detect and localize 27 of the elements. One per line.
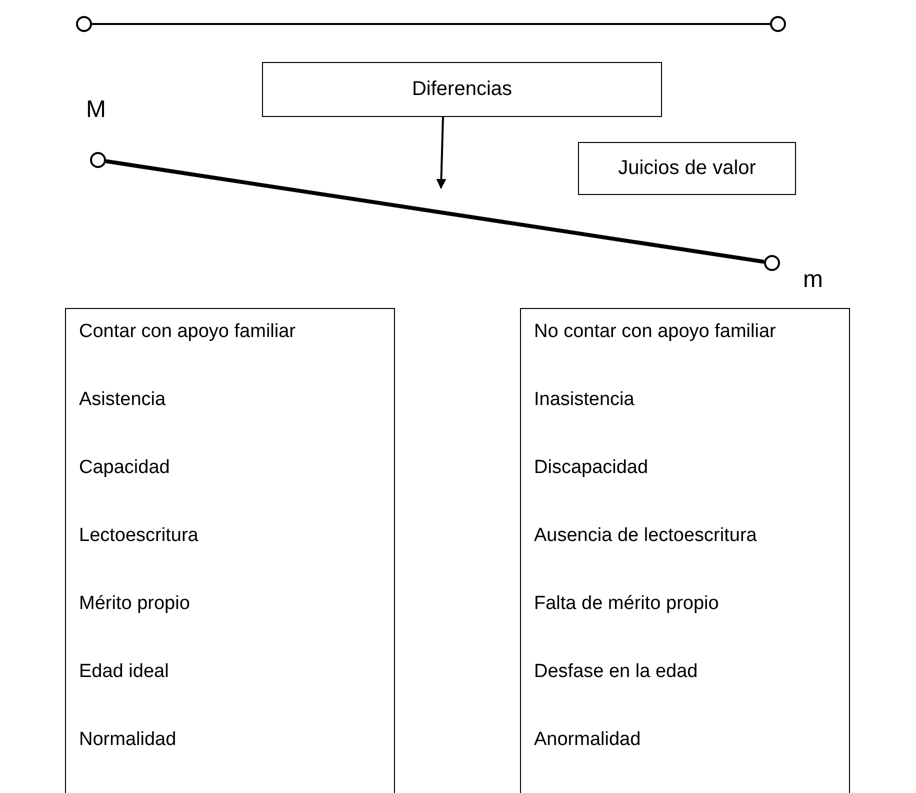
line bbox=[106, 159, 764, 264]
endpoint-circle bbox=[764, 255, 780, 271]
list-item: Inasistencia bbox=[534, 388, 636, 412]
list-item: Capacidad bbox=[79, 456, 171, 480]
list-item: Asistencia bbox=[79, 388, 167, 412]
list-item: Mérito propio bbox=[79, 592, 191, 616]
line bbox=[92, 23, 770, 25]
endpoint-circle bbox=[90, 152, 106, 168]
list-item: Ausencia de lectoescritura bbox=[534, 524, 758, 548]
list-item: Discapacidad bbox=[534, 456, 650, 480]
list-box bbox=[65, 308, 395, 793]
list-item: Anormalidad bbox=[534, 728, 642, 752]
point-label: M bbox=[86, 96, 106, 124]
list-item: Falta de mérito propio bbox=[534, 592, 720, 616]
arrow bbox=[436, 116, 446, 189]
endpoint-circle bbox=[76, 16, 92, 32]
endpoint-circle bbox=[770, 16, 786, 32]
label-box: Diferencias bbox=[262, 62, 662, 117]
list-item: Contar con apoyo familiar bbox=[79, 320, 296, 344]
list-item: No contar con apoyo familiar bbox=[534, 320, 777, 344]
list-item: Normalidad bbox=[79, 728, 178, 752]
point-label: m bbox=[803, 266, 823, 294]
list-item: Edad ideal bbox=[79, 660, 170, 684]
list-item: Desfase en la edad bbox=[534, 660, 699, 684]
label-box: Juicios de valor bbox=[578, 142, 796, 195]
list-box bbox=[520, 308, 850, 793]
list-item: Lectoescritura bbox=[79, 524, 200, 548]
